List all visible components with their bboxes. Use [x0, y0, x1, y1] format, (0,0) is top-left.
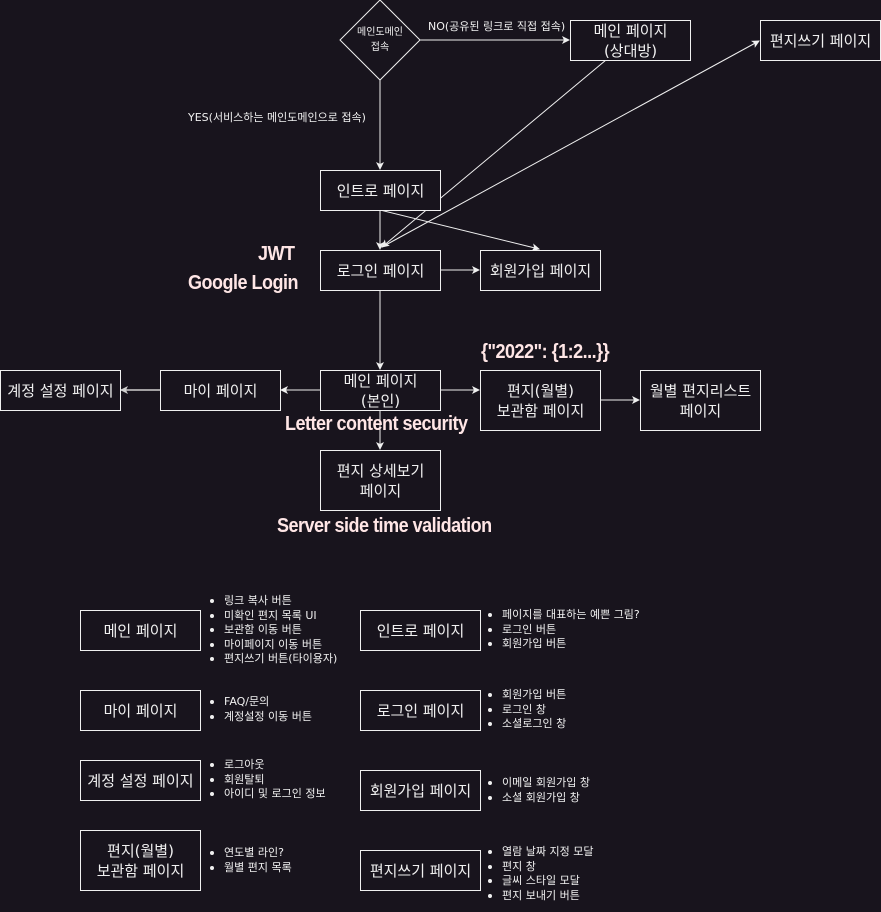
spec-item: 연도별 라인? — [210, 846, 292, 861]
spec-item: 편지쓰기 버튼(타이용자) — [209, 652, 338, 665]
spec-item: 이메일 회원가입 창 — [488, 776, 590, 789]
node-letter-detail-page[interactable]: 편지 상세보기 페이지 — [320, 450, 441, 511]
spec-item: 링크 복사 버튼 — [209, 594, 337, 609]
spec-node-login-page[interactable]: 로그인 페이지 — [360, 690, 481, 731]
spec-item: 월별 편지 목록 — [210, 860, 292, 874]
spec-item: 열람 날짜 지정 모달 — [487, 845, 594, 858]
annotation-server-validation: Server side time validation — [277, 513, 492, 537]
annotation-letter-security: Letter content security — [285, 411, 468, 435]
spec-item: 로그인 버튼 — [488, 623, 640, 638]
node-login-page[interactable]: 로그인 페이지 — [320, 250, 441, 291]
node-write-letter-page[interactable]: 편지쓰기 페이지 — [760, 20, 881, 61]
spec-item: 회원가입 버튼 — [488, 637, 640, 652]
node-main-page-other[interactable]: 메인 페이지 (상대방) — [570, 20, 691, 61]
decision-label: 메인도메인 접속 — [357, 27, 403, 53]
spec-list-signup-page: 이메일 회원가입 창 소셜 회원가입 창 — [484, 776, 590, 805]
annotation-jwt: JWT — [258, 241, 295, 265]
annotation-google-login: Google Login — [188, 270, 298, 294]
spec-item: 글씨 스타일 모달 — [487, 874, 593, 889]
spec-item: 페이지를 대표하는 예쁜 그림? — [488, 608, 640, 621]
spec-item: 회원가입 버튼 — [487, 688, 567, 701]
spec-item: 소셜로그인 창 — [487, 717, 567, 730]
spec-node-account-settings-page[interactable]: 계정 설정 페이지 — [80, 760, 201, 801]
spec-item: FAQ/문의 — [210, 695, 312, 710]
spec-node-main-page[interactable]: 메인 페이지 — [80, 610, 201, 651]
node-my-page[interactable]: 마이 페이지 — [160, 370, 281, 411]
node-intro-page[interactable]: 인트로 페이지 — [320, 170, 441, 211]
spec-item: 보관함 이동 버튼 — [209, 623, 337, 638]
node-monthly-list-page[interactable]: 월별 편지리스트 페이지 — [640, 370, 761, 431]
spec-item: 로그아웃 — [210, 758, 326, 773]
node-archive-page[interactable]: 편지(월별) 보관함 페이지 — [480, 370, 601, 431]
decision-main-domain-access[interactable]: 메인도메인 접속 — [340, 0, 420, 80]
spec-item: 미확인 편지 목록 UI — [209, 609, 337, 624]
spec-item: 소셜 회원가입 창 — [488, 791, 590, 806]
spec-list-login-page: 회원가입 버튼 로그인 창 소셜로그인 창 — [484, 688, 566, 732]
annotation-json-sample: {"2022": {1:2...}} — [481, 339, 610, 363]
spec-item: 편지 창 — [487, 860, 593, 875]
spec-list-intro-page: 페이지를 대표하는 예쁜 그림? 로그인 버튼 회원가입 버튼 — [484, 608, 640, 652]
spec-item: 계정설정 이동 버튼 — [210, 709, 312, 723]
spec-list-main-page: 링크 복사 버튼 미확인 편지 목록 UI 보관함 이동 버튼 마이페이지 이동… — [206, 594, 337, 667]
spec-item: 편지 보내기 버튼 — [487, 889, 593, 904]
spec-item: 회원탈퇴 — [210, 773, 326, 788]
spec-node-archive-page[interactable]: 편지(월별) 보관함 페이지 — [80, 830, 201, 891]
spec-node-signup-page[interactable]: 회원가입 페이지 — [360, 770, 481, 811]
edge-label-yes: YES(서비스하는 메인도메인으로 접속) — [188, 111, 366, 124]
edge-label-no: NO(공유된 링크로 직접 접속) — [428, 20, 566, 33]
spec-list-write-letter-page: 열람 날짜 지정 모달 편지 창 글씨 스타일 모달 편지 보내기 버튼 — [484, 845, 593, 903]
spec-item: 로그인 창 — [487, 703, 566, 718]
spec-node-write-letter-page[interactable]: 편지쓰기 페이지 — [360, 850, 481, 891]
spec-node-my-page[interactable]: 마이 페이지 — [80, 690, 201, 731]
spec-node-intro-page[interactable]: 인트로 페이지 — [360, 610, 481, 651]
spec-item: 마이페이지 이동 버튼 — [209, 638, 337, 653]
spec-list-my-page: FAQ/문의 계정설정 이동 버튼 — [206, 695, 312, 724]
node-main-page-self[interactable]: 메인 페이지 (본인) — [320, 370, 441, 411]
node-signup-page[interactable]: 회원가입 페이지 — [480, 250, 601, 291]
spec-list-account-settings-page: 로그아웃 회원탈퇴 아이디 및 로그인 정보 — [206, 758, 326, 802]
spec-item: 아이디 및 로그인 정보 — [210, 787, 326, 800]
spec-list-archive-page: 연도별 라인? 월별 편지 목록 — [206, 846, 292, 875]
node-account-settings-page[interactable]: 계정 설정 페이지 — [0, 370, 121, 411]
